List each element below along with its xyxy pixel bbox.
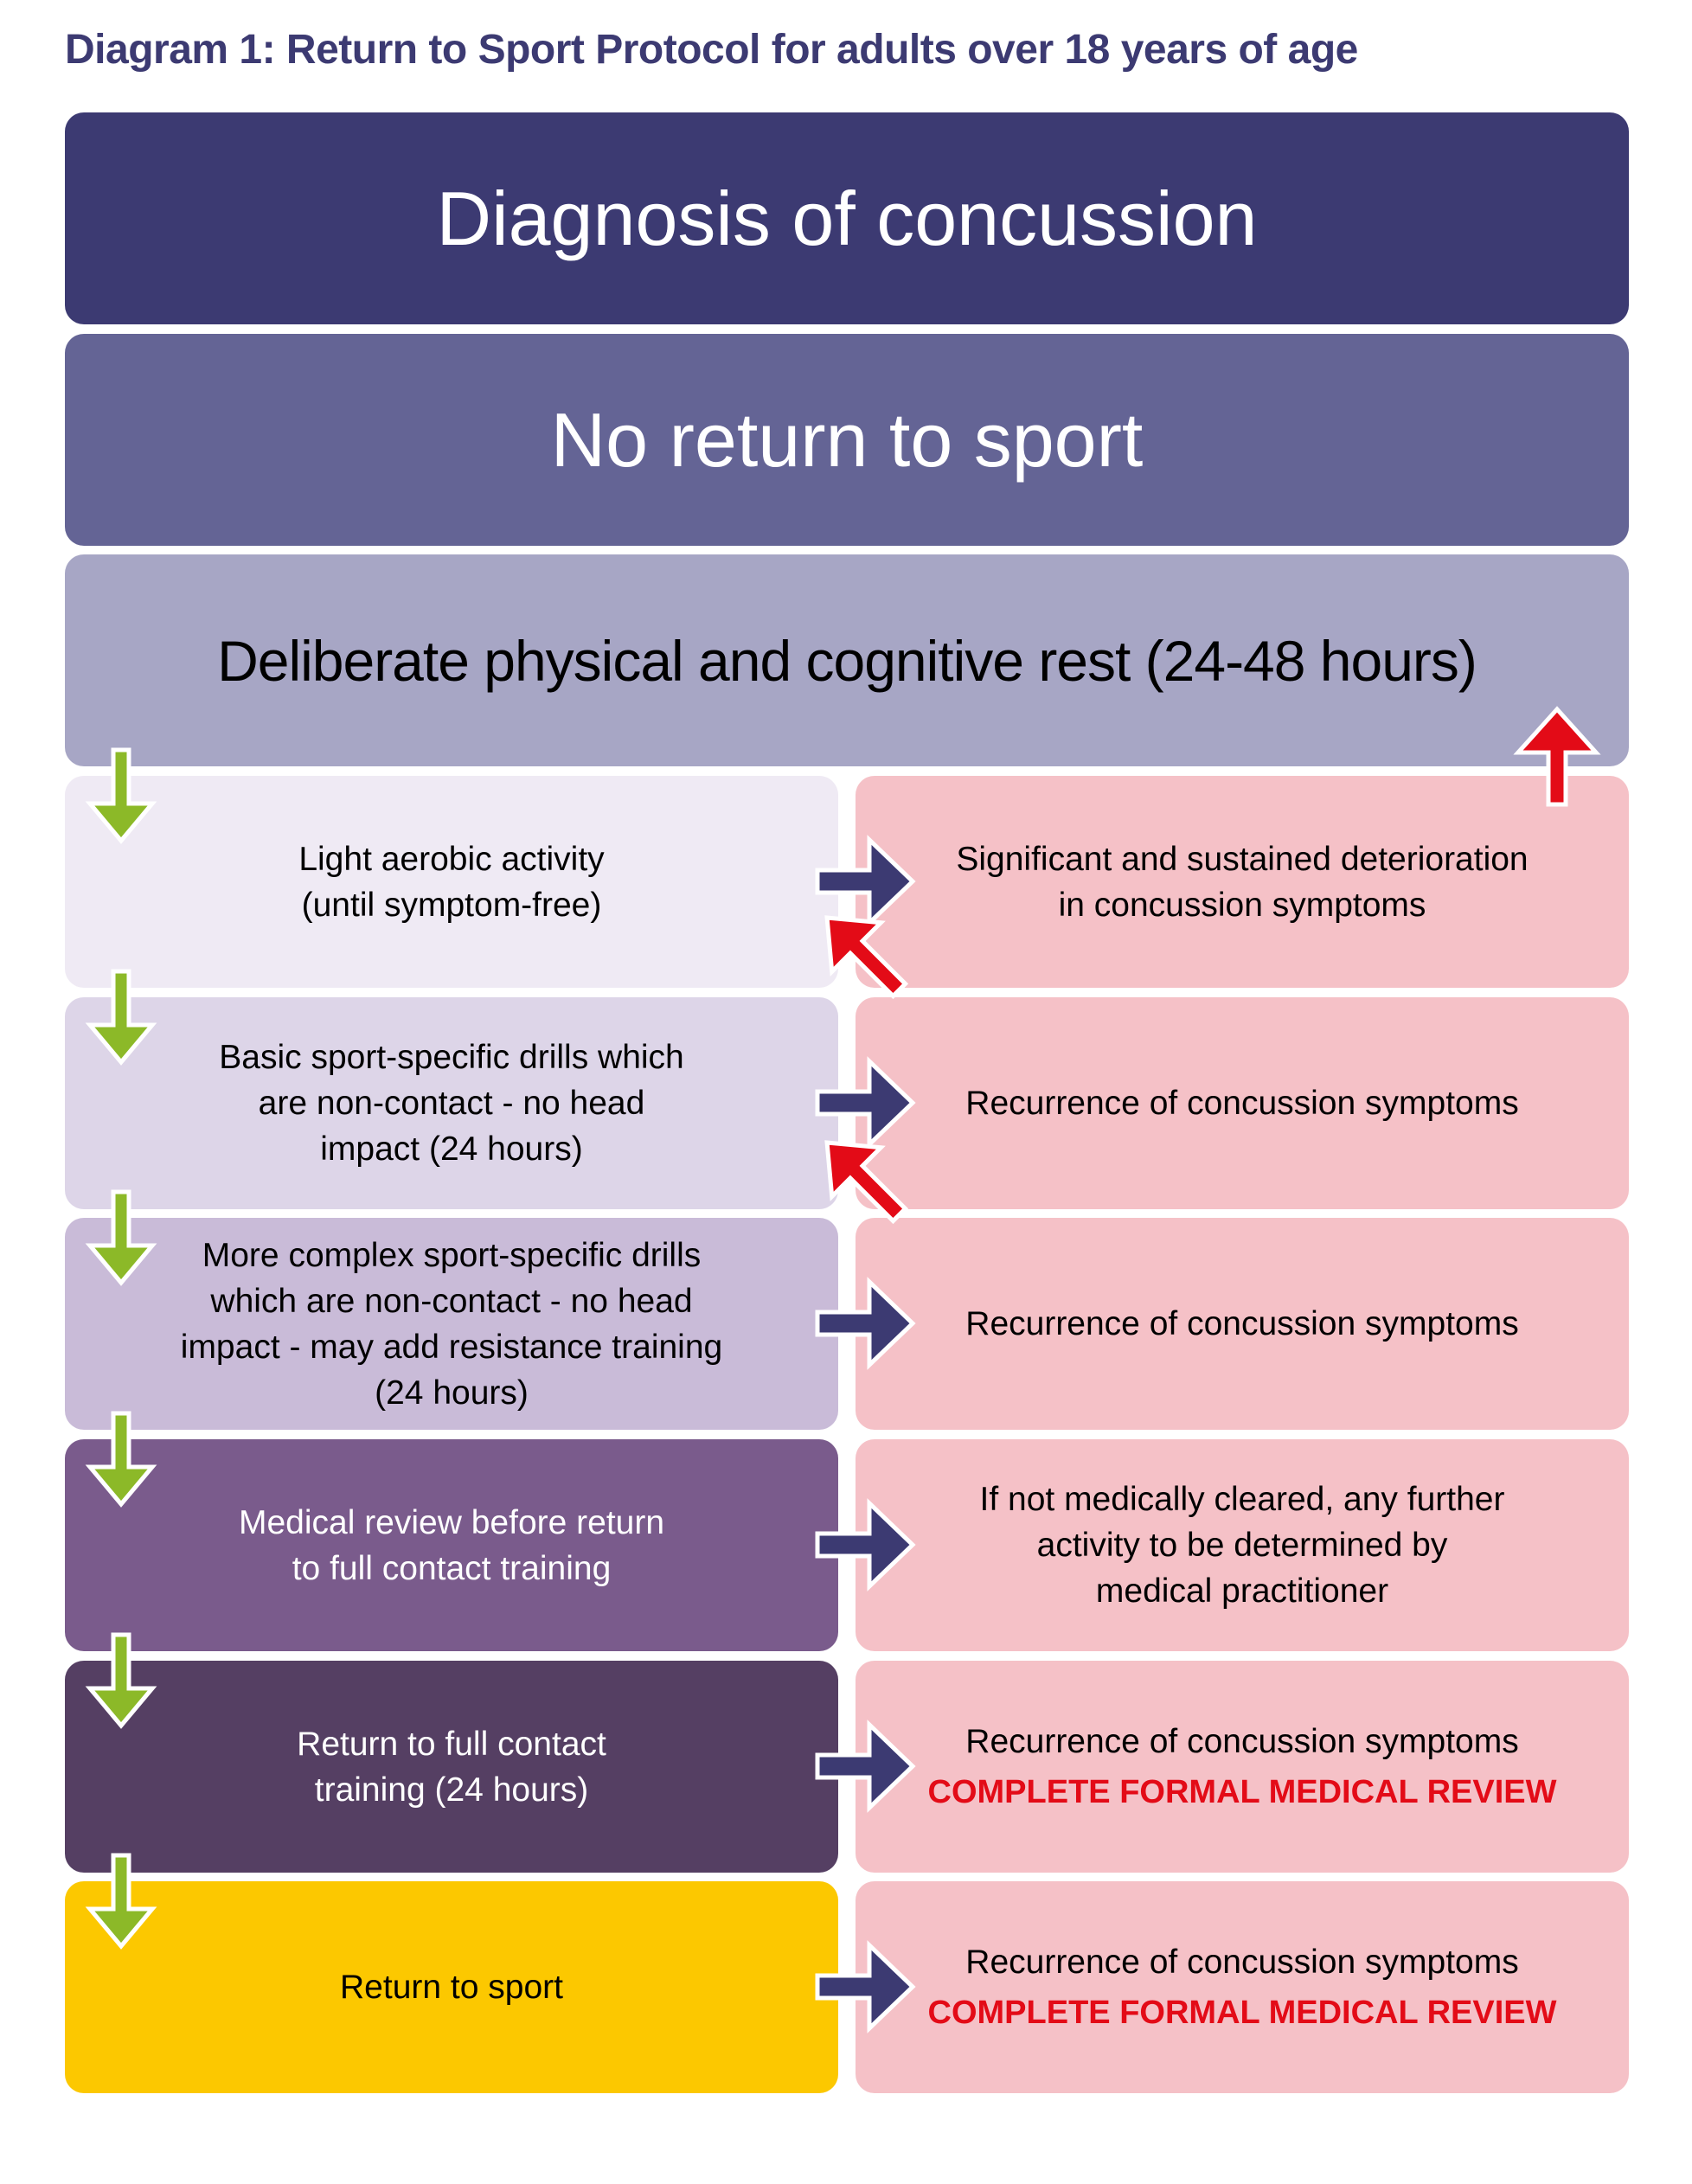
- medical-review-alert: COMPLETE FORMAL MEDICAL REVIEW: [927, 1994, 1557, 2031]
- stage-basic-drills: Basic sport-specific drills which are no…: [65, 997, 838, 1209]
- rest-label: Deliberate physical and cognitive rest (…: [217, 628, 1477, 693]
- outcome-label: Recurrence of concussion symptoms: [965, 1722, 1519, 1760]
- outcome-label: Recurrence of concussion symptoms: [965, 1085, 1519, 1122]
- outcome-recurrence: Recurrence of concussion symptoms: [856, 997, 1629, 1209]
- stage-medical-review: Medical review before return to full con…: [65, 1439, 838, 1651]
- outcome-deterioration: Significant and sustained deterioration …: [856, 776, 1629, 988]
- outcome-label: Recurrence of concussion symptoms: [965, 1305, 1519, 1342]
- stage-label: Return to full contact training (24 hour…: [297, 1725, 606, 1809]
- stage-full-contact: Return to full contact training (24 hour…: [65, 1661, 838, 1873]
- diagnosis-label: Diagnosis of concussion: [436, 175, 1258, 261]
- outcome-label: Significant and sustained deterioration …: [956, 840, 1529, 924]
- outcome-recurrence-review: Recurrence of concussion symptoms COMPLE…: [856, 1881, 1629, 2093]
- outcome-not-cleared: If not medically cleared, any further ac…: [856, 1439, 1629, 1651]
- diagram-title: Diagram 1: Return to Sport Protocol for …: [65, 27, 1358, 73]
- medical-review-alert: COMPLETE FORMAL MEDICAL REVIEW: [927, 1773, 1557, 1810]
- outcome-label: Recurrence of concussion symptoms: [965, 1943, 1519, 1981]
- outcome-recurrence-review: Recurrence of concussion symptoms COMPLE…: [856, 1661, 1629, 1873]
- stage-complex-drills: More complex sport-specific drills which…: [65, 1218, 838, 1430]
- stage-label: More complex sport-specific drills which…: [180, 1236, 723, 1412]
- no-return-box: No return to sport: [65, 334, 1629, 546]
- stage-return-to-sport: Return to sport: [65, 1881, 838, 2093]
- rest-box: Deliberate physical and cognitive rest (…: [65, 554, 1629, 766]
- stage-label: Basic sport-specific drills which are no…: [219, 1039, 684, 1168]
- stage-light-aerobic: Light aerobic activity (until symptom-fr…: [65, 776, 838, 988]
- outcome-label: If not medically cleared, any further ac…: [979, 1481, 1505, 1610]
- outcome-recurrence: Recurrence of concussion symptoms: [856, 1218, 1629, 1430]
- stage-label: Medical review before return to full con…: [238, 1503, 665, 1587]
- no-return-label: No return to sport: [550, 396, 1144, 483]
- stage-label: Return to sport: [340, 1969, 563, 2006]
- diagnosis-box: Diagnosis of concussion: [65, 112, 1629, 324]
- stage-label: Light aerobic activity (until symptom-fr…: [298, 840, 605, 924]
